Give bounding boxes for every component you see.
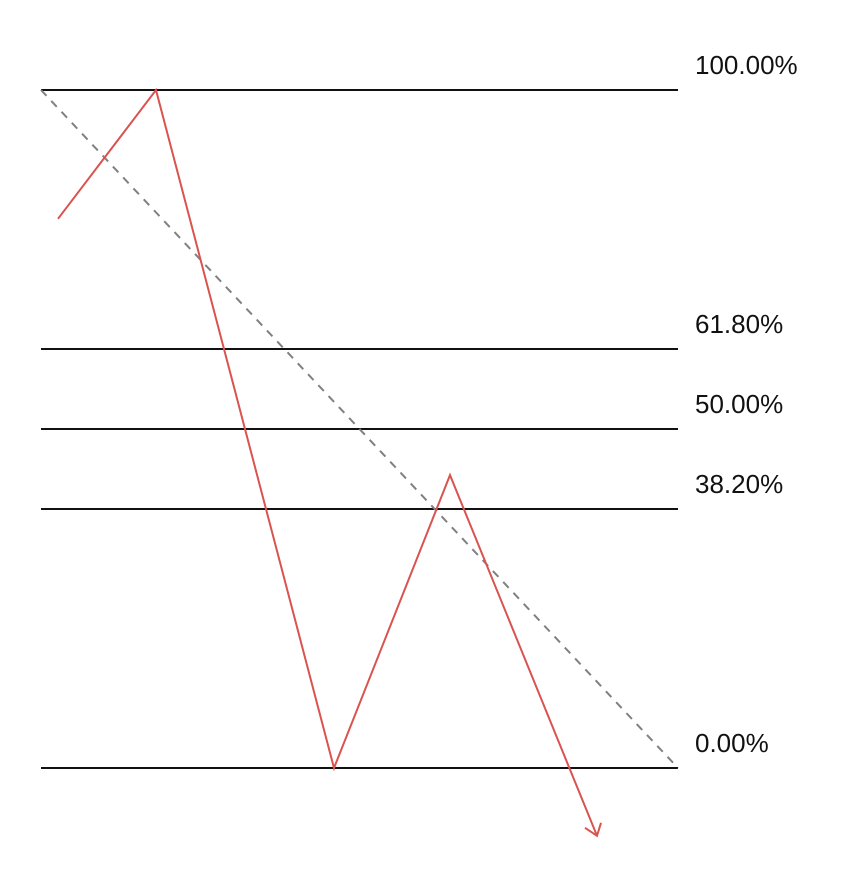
level-label: 100.00% [695, 50, 798, 80]
fibonacci-levels: 100.00% 61.80% 50.00% 38.20% 0.00% [41, 50, 798, 769]
level-label: 50.00% [695, 389, 783, 419]
price-path-line [57, 87, 598, 837]
level-label: 0.00% [695, 728, 769, 758]
level-label: 38.20% [695, 469, 783, 499]
dashed-trend-line [40, 89, 679, 769]
downward-arrowhead-icon [584, 822, 602, 838]
level-label: 61.80% [695, 309, 783, 339]
